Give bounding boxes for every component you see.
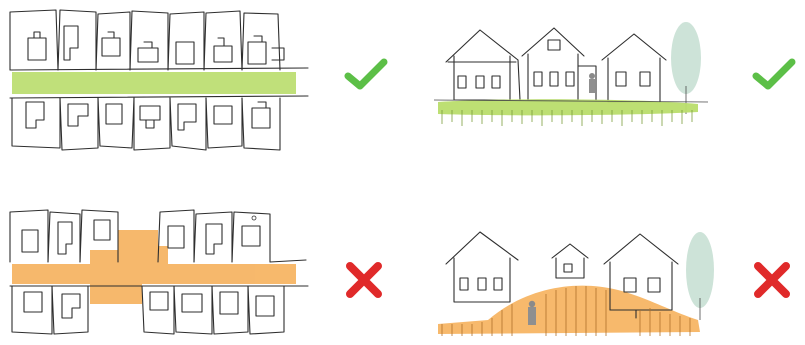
elevation-good-drawing [428, 16, 720, 144]
street-band-orange [12, 230, 296, 304]
lower-houses-bad [24, 292, 274, 318]
check-mark-icon [752, 56, 796, 92]
lower-houses [26, 102, 270, 130]
street-band-green [12, 72, 296, 94]
house-middle [522, 28, 596, 100]
site-plan-good [8, 8, 320, 158]
house-middle [552, 244, 588, 278]
cross-mark-icon [752, 260, 792, 300]
house-right [602, 34, 666, 102]
check-mark-icon [344, 56, 388, 92]
house-left [446, 30, 520, 100]
elevation-good [428, 16, 720, 144]
site-plan-good-drawing [8, 8, 320, 158]
site-plan-bad-drawing [8, 200, 320, 338]
elevation-bad [428, 228, 720, 340]
tree [671, 22, 701, 114]
tree [686, 232, 714, 320]
person [528, 301, 536, 325]
house-left [446, 232, 518, 302]
site-plan-bad [8, 200, 320, 338]
person [589, 73, 595, 93]
upper-parcels [10, 10, 308, 70]
elevation-bad-drawing [428, 228, 720, 340]
upper-houses [28, 26, 284, 64]
cross-mark-icon [344, 260, 384, 300]
lower-parcels [10, 96, 308, 150]
